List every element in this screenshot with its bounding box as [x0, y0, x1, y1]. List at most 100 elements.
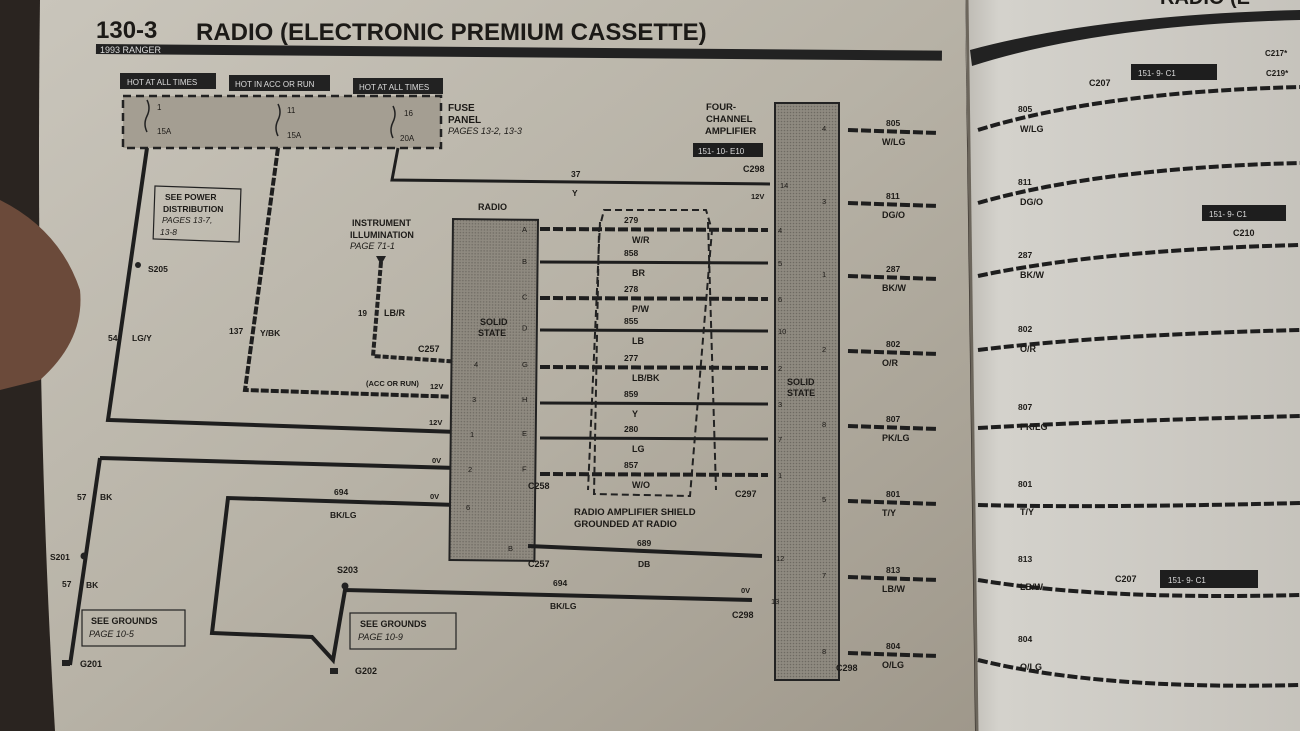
wire-color: LB/W: [882, 584, 905, 594]
wire-line: [977, 243, 1300, 278]
svg-text:3: 3: [472, 395, 476, 404]
wire-line: [847, 499, 939, 506]
radio-pin: F: [522, 464, 527, 473]
svg-text:15A: 15A: [157, 127, 172, 136]
svg-text:C207: C207: [1089, 78, 1111, 88]
right-page: [965, 0, 1300, 731]
svg-text:0V: 0V: [430, 492, 439, 501]
svg-text:DB: DB: [638, 559, 650, 569]
page-title: RADIO (ELECTRONIC PREMIUM CASSETTE): [196, 19, 707, 46]
amp-pin: 7: [778, 435, 782, 444]
page-gutter: [965, 0, 979, 731]
svg-text:12V: 12V: [751, 192, 764, 201]
svg-text:STATE: STATE: [787, 388, 815, 398]
svg-text:CHANNEL: CHANNEL: [706, 114, 753, 125]
svg-text:LB/R: LB/R: [384, 308, 405, 318]
circuit-number: 278: [624, 284, 638, 294]
svg-text:151- 10- E10: 151- 10- E10: [698, 147, 745, 156]
svg-text:BK/LG: BK/LG: [330, 510, 357, 520]
svg-text:LG/Y: LG/Y: [132, 333, 152, 343]
svg-text:PAGES 13-7,: PAGES 13-7,: [162, 215, 212, 225]
svg-text:C219*: C219*: [1266, 69, 1289, 78]
svg-text:689: 689: [637, 538, 651, 548]
svg-text:C207: C207: [1115, 574, 1137, 584]
svg-text:1: 1: [470, 430, 474, 439]
svg-text:1: 1: [157, 103, 162, 112]
wire-color: O/R: [882, 358, 899, 368]
svg-text:C217*: C217*: [1265, 49, 1288, 58]
wire-line: [977, 85, 1300, 132]
radio-pin: G: [522, 360, 528, 369]
wire-line: [977, 501, 1300, 509]
power-ground-wires: S205 54 LG/Y 137 Y/BK (ACC OR RUN) 12V 1…: [50, 147, 771, 676]
circuit-number: 805: [886, 118, 900, 128]
radio-pin: E: [522, 429, 527, 438]
svg-text:0V: 0V: [741, 586, 750, 595]
wire-line: [847, 128, 939, 135]
svg-text:G202: G202: [355, 666, 377, 676]
model-label: 1993 RANGER: [100, 45, 162, 55]
svg-text:PAGE 10-9: PAGE 10-9: [358, 632, 403, 642]
thumb: [0, 200, 81, 390]
radio-pin: C: [522, 292, 528, 301]
circuit-number: 858: [624, 248, 638, 258]
svg-text:151- 9- C1: 151- 9- C1: [1168, 576, 1206, 585]
amp-pin: 8: [822, 647, 826, 656]
svg-text:S205: S205: [148, 264, 168, 274]
svg-text:HOT AT ALL TIMES: HOT AT ALL TIMES: [127, 78, 197, 87]
svg-text:0V: 0V: [432, 456, 441, 465]
wire-color: Y: [632, 409, 638, 419]
svg-text:RADIO AMPLIFIER SHIELD: RADIO AMPLIFIER SHIELD: [574, 507, 696, 518]
radio-pin: D: [522, 324, 528, 333]
wire-color: DG/O: [882, 210, 905, 220]
svg-text:2: 2: [468, 465, 472, 474]
wire-line: [539, 365, 769, 370]
svg-text:HOT IN ACC OR RUN: HOT IN ACC OR RUN: [235, 80, 315, 89]
svg-text:BK: BK: [86, 580, 99, 590]
svg-text:57: 57: [62, 579, 72, 589]
svg-text:12V: 12V: [429, 418, 442, 427]
svg-text:AMPLIFIER: AMPLIFIER: [705, 126, 756, 137]
radio-pin: A: [522, 225, 527, 234]
wire-color: O/LG: [882, 660, 904, 670]
amp-output-connector: C298: [836, 663, 858, 673]
svg-text:B: B: [508, 544, 513, 553]
amp-pin: 6: [778, 295, 782, 304]
svg-text:SEE POWER: SEE POWER: [165, 192, 216, 202]
circuit-number: 813: [886, 565, 900, 575]
amp-pin: 5: [822, 495, 826, 504]
circuit-number: 855: [624, 316, 638, 326]
four-channel-amplifier: FOUR- CHANNEL AMPLIFIER 151- 10- E10 C29…: [571, 102, 840, 681]
circuit-number: 859: [624, 389, 638, 399]
svg-text:STATE: STATE: [478, 328, 506, 338]
circuit-number: 287: [886, 264, 900, 274]
circuit-number: 802: [1018, 324, 1032, 334]
wire-color: DG/O: [1020, 197, 1043, 207]
amp-pin: 3: [822, 197, 826, 206]
svg-text:SOLID: SOLID: [787, 377, 815, 387]
wire-line: [539, 401, 769, 406]
amp-pin: 1: [822, 270, 826, 279]
svg-text:151- 9- C1: 151- 9- C1: [1209, 210, 1247, 219]
svg-text:FUSE: FUSE: [448, 103, 475, 114]
wire-line: [977, 658, 1300, 688]
svg-text:Y: Y: [572, 188, 578, 198]
svg-text:19: 19: [358, 309, 367, 318]
svg-text:PANEL: PANEL: [448, 115, 481, 126]
wire-line: [847, 651, 939, 658]
svg-text:12: 12: [776, 554, 784, 563]
wire-line: [977, 414, 1300, 430]
wire-color: T/Y: [1020, 507, 1034, 517]
wire-line: [539, 260, 769, 265]
svg-text:PAGE 10-5: PAGE 10-5: [89, 629, 135, 639]
